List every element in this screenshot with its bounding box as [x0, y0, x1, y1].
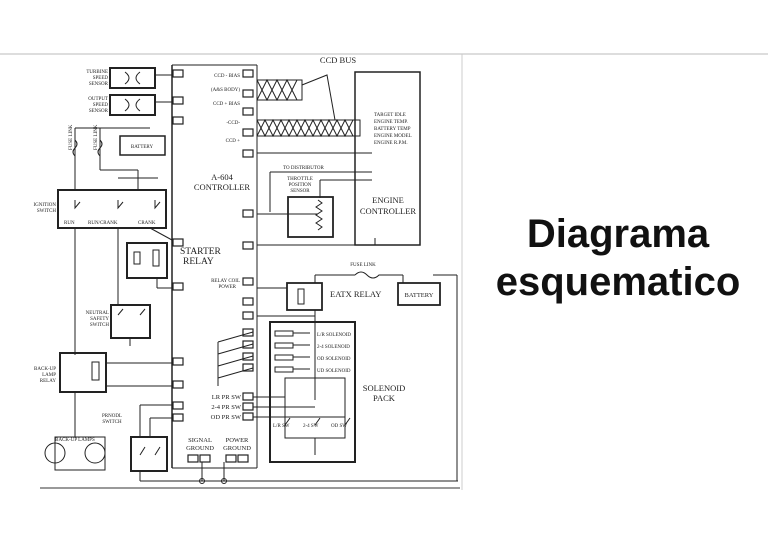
throttle-sensor-label-2: POSITION: [289, 183, 312, 188]
page-title: Diagrama esquematico: [468, 210, 768, 306]
24-pr-sw-label: 2-4 PR SW: [211, 404, 241, 411]
throttle-sensor-label-3: SENSOR: [290, 189, 310, 194]
engine-data-2: ENGINE TEMP.: [374, 120, 408, 125]
backup-relay-label-3: RELAY: [40, 379, 57, 384]
signal-ground-label-2: GROUND: [186, 445, 214, 452]
ccd-bias-label: CCD - BIAS: [214, 74, 240, 79]
battery-left-label: BATTERY: [131, 145, 154, 150]
engine-data-5: ENGINE R.P.M.: [374, 141, 408, 146]
engine-data-4: ENGINE MODEL: [374, 134, 412, 139]
solenoid-od: OD SOLENOID: [317, 357, 351, 362]
neutral-switch-label-3: SWITCH: [90, 323, 110, 328]
fuse-link-label-2: FUSE LINK: [94, 124, 99, 150]
output-sensor-label-3: SENSOR: [89, 109, 109, 114]
title-line-1: Diagrama: [526, 212, 710, 256]
backup-relay-label-2: LAMP: [42, 373, 56, 378]
abs-body-label: (A&S BODY): [211, 88, 240, 93]
solenoid-pack-label-2: PACK: [373, 393, 396, 403]
power-ground-label-1: POWER: [226, 437, 249, 444]
power-ground-label-2: GROUND: [223, 445, 251, 452]
controller-label-2: CONTROLLER: [194, 182, 251, 192]
turbine-sensor-label-2: SPEED: [93, 76, 109, 81]
solenoid-lr: L/R SOLENOID: [317, 333, 351, 338]
fuse-link-label-1: FUSE LINK: [69, 124, 74, 150]
fuse-link-right-label: FUSE LINK: [350, 263, 376, 268]
ccd-minus-label: -CCD-: [226, 121, 240, 126]
throttle-sensor-label-1: THROTTLE: [287, 177, 313, 182]
engine-controller-label-1: ENGINE: [372, 195, 404, 205]
starter-relay-label-2: RELAY: [183, 257, 214, 267]
lr-pr-sw-label: LR PR SW: [212, 394, 242, 401]
od-pr-sw-label: OD PR SW: [211, 414, 242, 421]
turbine-sensor-label-3: SENSOR: [89, 82, 109, 87]
ign-contact-run: RUN: [64, 221, 75, 226]
solenoid-pack-label-1: SOLENOID: [363, 383, 406, 393]
starter-relay-label-1: STARTER: [180, 247, 222, 257]
turbine-sensor-label-1: TURBINE: [86, 70, 108, 75]
ign-contact-crank: CRANK: [138, 221, 156, 226]
neutral-switch-label-1: NEUTRAL: [86, 311, 109, 316]
controller-label-1: A-604: [211, 172, 233, 182]
prndl-switch-label-2: SWITCH: [102, 420, 122, 425]
output-sensor-label-2: SPEED: [93, 103, 109, 108]
ignition-switch-label-1: IGNITION: [34, 203, 57, 208]
battery-right-label: BATTERY: [405, 292, 434, 299]
engine-data-3: BATTERY TEMP: [374, 127, 411, 132]
neutral-switch-label-2: SAFETY: [90, 317, 109, 322]
engine-controller-label-2: CONTROLLER: [360, 206, 417, 216]
ccd-bus-label: CCD BUS: [320, 55, 356, 65]
pack-switch-24: 2-4 SW: [303, 424, 319, 429]
backup-relay-label-1: BACK-UP: [34, 367, 56, 372]
eatx-relay-label: EATX RELAY: [330, 289, 381, 299]
engine-data-1: TARGET IDLE: [374, 113, 406, 118]
pack-switch-lr: L/R SW: [273, 424, 290, 429]
output-sensor-label-1: OUTPUT: [88, 97, 108, 102]
solenoid-ud: UD SOLENOID: [317, 369, 351, 374]
prndl-switch-label-1: PRNODL: [102, 414, 122, 419]
ignition-switch-label-2: SWITCH: [37, 209, 57, 214]
ccd-plus-label: CCD +: [226, 139, 241, 144]
relay-coil-label-1: RELAY COIL: [211, 279, 240, 284]
ign-contact-run-crank: RUN/CRANK: [88, 221, 118, 226]
backup-lamps-label: BACK-UP LAMPS: [55, 438, 95, 443]
to-distributor-label: TO DISTRIBUTOR: [283, 166, 324, 171]
solenoid-24: 2-4 SOLENOID: [317, 345, 350, 350]
signal-ground-label-1: SIGNAL: [188, 437, 212, 444]
ccd-plus-bias-label: CCD + BIAS: [213, 102, 240, 107]
pack-switch-od: OD SW: [331, 424, 347, 429]
title-line-2: esquematico: [495, 260, 741, 304]
relay-coil-label-2: POWER: [219, 285, 237, 290]
